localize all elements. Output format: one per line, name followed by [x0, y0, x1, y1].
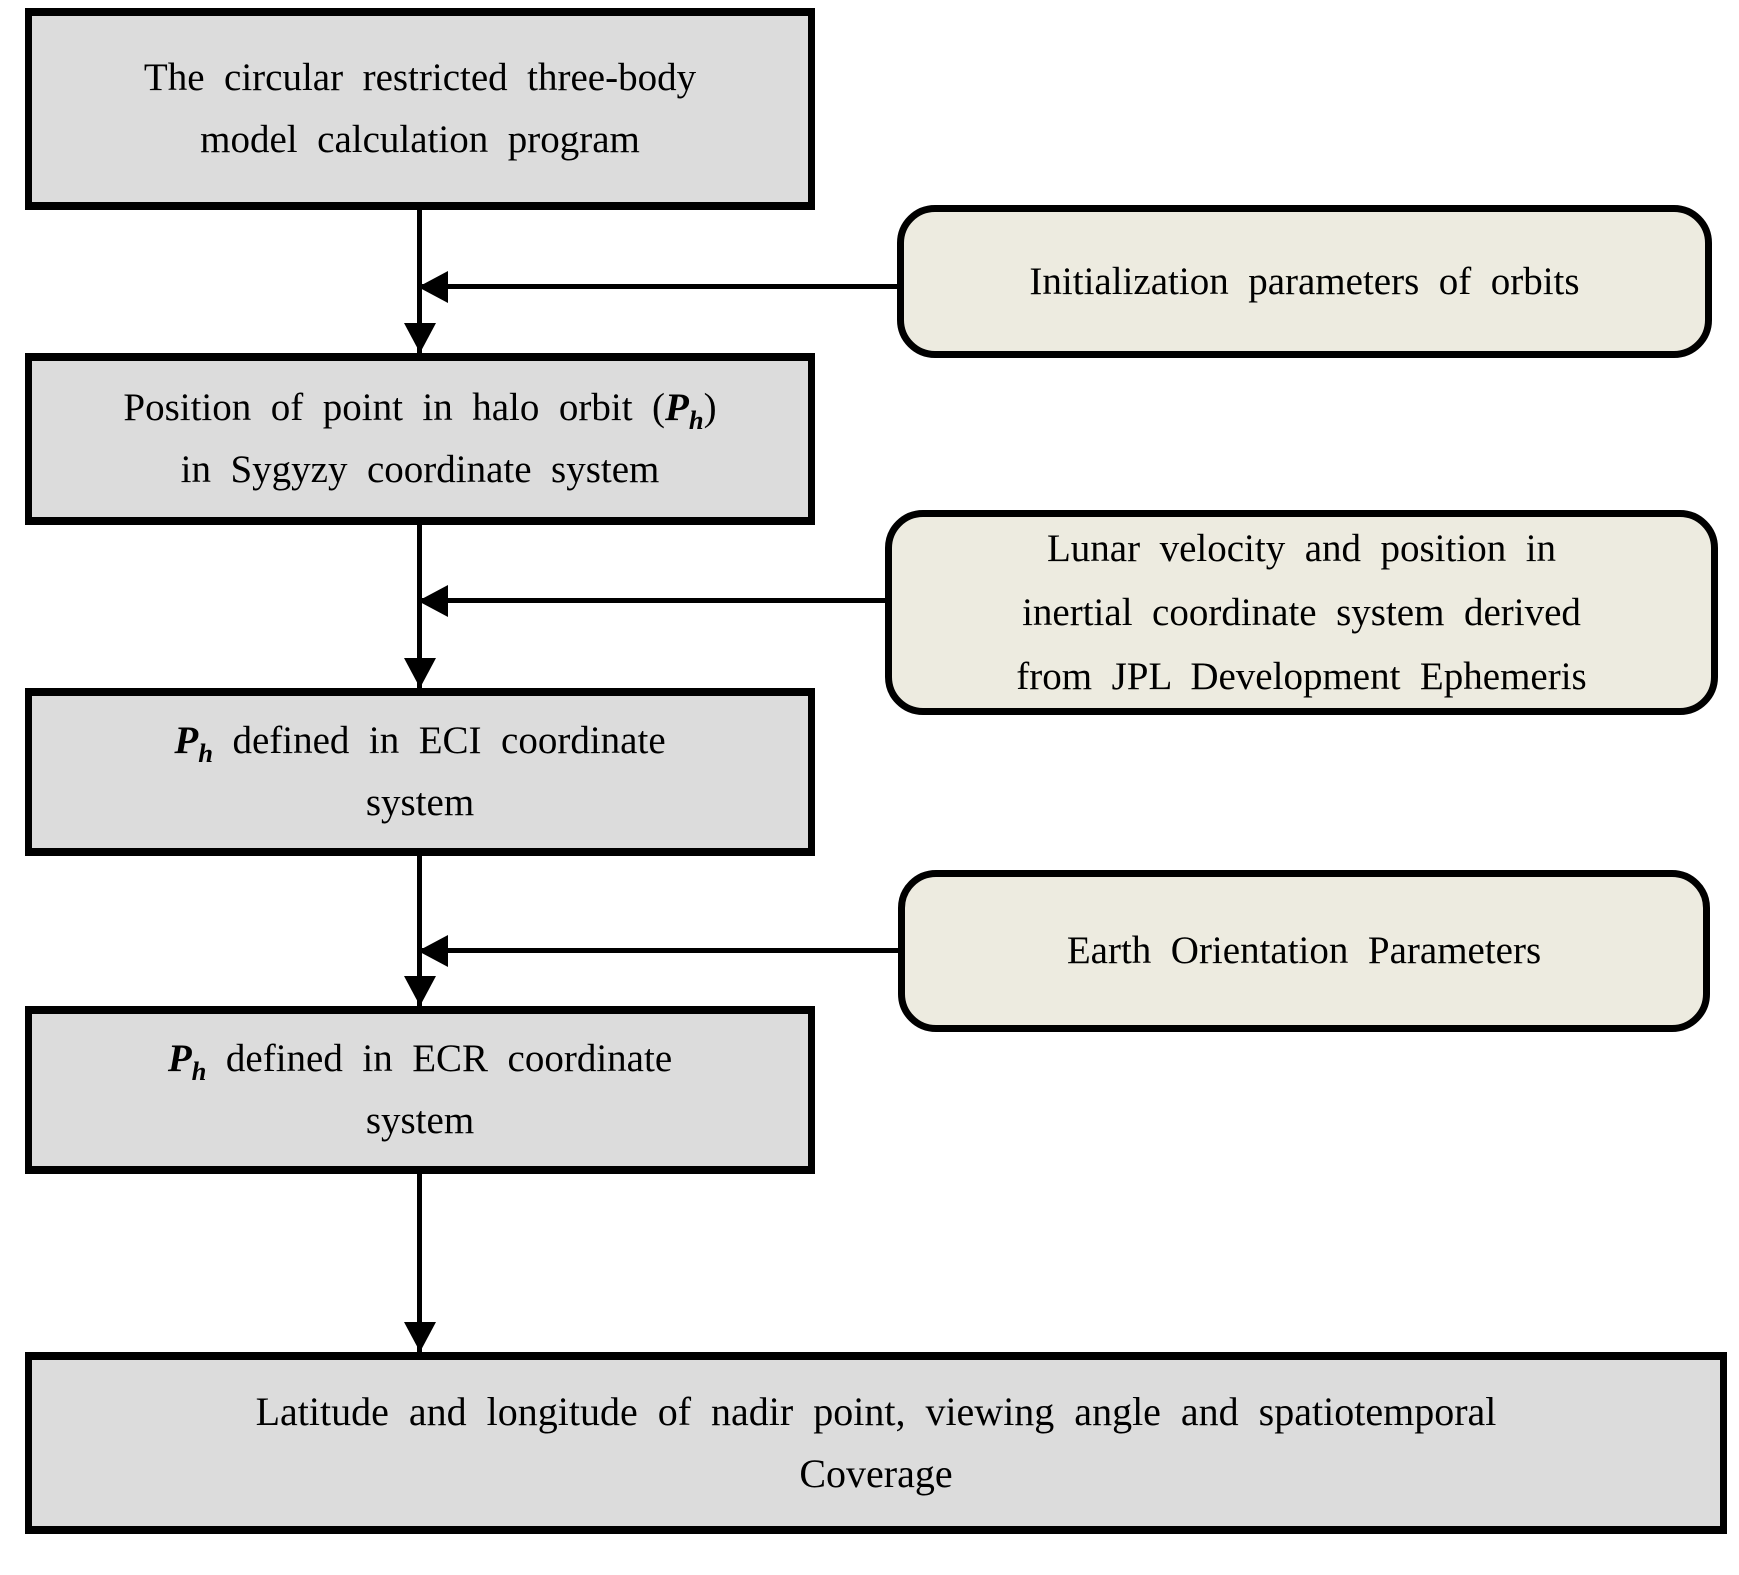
halo-line1-suffix: )	[703, 386, 717, 429]
eci-line-1: Ph defined in ECI coordinate	[174, 710, 665, 772]
math-symbol-P: P	[665, 386, 689, 429]
halo-position-line-2: in Sygyzy coordinate system	[180, 448, 660, 491]
math-symbol-P: P	[167, 1037, 192, 1080]
process-box-output: Latitude and longitude of nadir point, v…	[25, 1352, 1727, 1534]
lunar-ephemeris-line-2: inertial coordinate system derived	[1022, 590, 1581, 634]
math-subscript-h: h	[198, 737, 213, 768]
math-subscript-h: h	[191, 1055, 207, 1086]
arrow-eci-to-ecr	[417, 854, 422, 1006]
process-box-halo-position: Position of point in halo orbit (Ph) in …	[25, 353, 815, 525]
halo-position-line-1: Position of point in halo orbit (Ph)	[123, 377, 716, 439]
arrow-lunar-ephemeris-input	[420, 598, 885, 603]
halo-line1-prefix: Position of point in halo orbit (	[123, 386, 666, 429]
crtbp-line-1: The circular restricted three-body	[143, 56, 697, 99]
eci-line-2: system	[365, 781, 475, 824]
input-box-lunar-ephemeris: Lunar velocity and position in inertial …	[885, 510, 1718, 715]
input-box-earth-orientation: Earth Orientation Parameters	[898, 870, 1710, 1032]
ecr-line1-rest: defined in ECR coordinate	[206, 1037, 673, 1080]
ecr-line-1: Ph defined in ECR coordinate	[168, 1028, 672, 1090]
lunar-ephemeris-line-1: Lunar velocity and position in	[1046, 526, 1557, 570]
ecr-line-2: system	[365, 1099, 475, 1142]
arrow-init-params-input	[420, 284, 897, 289]
lunar-ephemeris-line-3: from JPL Development Ephemeris	[1016, 654, 1587, 698]
process-box-ecr-position: Ph defined in ECR coordinate system	[25, 1006, 815, 1174]
arrow-earth-orientation-input	[420, 948, 898, 953]
output-line-1: Latitude and longitude of nadir point, v…	[255, 1389, 1497, 1434]
output-line-2: Coverage	[799, 1451, 953, 1496]
earth-orientation-line-1: Earth Orientation Parameters	[1066, 929, 1542, 972]
math-subscript-h: h	[688, 404, 704, 435]
init-params-line-1: Initialization parameters of orbits	[1029, 259, 1580, 303]
crtbp-line-2: model calculation program	[200, 118, 640, 161]
arrow-ecr-to-output	[417, 1172, 422, 1352]
process-box-crtbp-model: The circular restricted three-body model…	[25, 8, 815, 210]
input-box-init-params: Initialization parameters of orbits	[897, 205, 1712, 358]
math-symbol-P: P	[174, 719, 199, 762]
eci-line1-rest: defined in ECI coordinate	[212, 719, 666, 762]
process-box-eci-position: Ph defined in ECI coordinate system	[25, 688, 815, 856]
